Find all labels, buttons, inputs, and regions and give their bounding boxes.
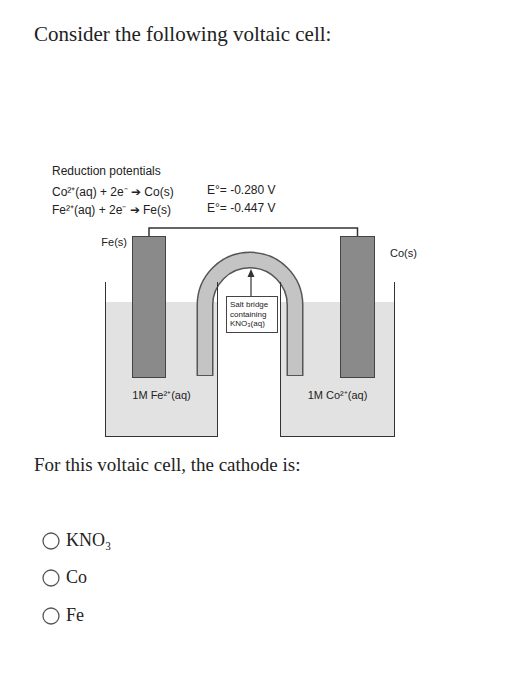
reaction-text: Co²⁺(aq) + 2e⁻ ➔ Co(s) — [52, 183, 174, 200]
leader-arrowhead — [248, 269, 255, 277]
beaker: 1M Co²⁺(aq) — [280, 282, 395, 437]
radio-button — [43, 570, 59, 586]
radio-button — [43, 608, 59, 624]
metal-electrode: Co(s) — [340, 236, 375, 378]
reaction-text: Fe²⁺(aq) + 2e⁻ ➔ Fe(s) — [52, 201, 171, 218]
electrode-label: Fe(s) — [101, 236, 127, 248]
option-text: Co — [66, 567, 87, 588]
salt-bridge-outline — [205, 260, 295, 376]
title: Consider the following voltaic cell: — [34, 22, 331, 47]
solution-label: 1M Fe²⁺(aq) — [106, 387, 217, 402]
external-wire — [149, 228, 358, 236]
option-text: Fe — [66, 605, 84, 626]
question-text: For this voltaic cell, the cathode is: — [34, 454, 300, 476]
electrode-label: Co(s) — [390, 247, 417, 259]
heading-label: Reduction potentials — [52, 164, 161, 178]
salt-bridge-label-box: Salt bridge containing KNO₃(aq) — [226, 296, 278, 333]
salt-bridge-tube — [205, 260, 295, 375]
option-text: KNO₃ — [66, 530, 111, 551]
potential-value: E°= -0.447 V — [207, 201, 276, 215]
radio-button — [43, 533, 59, 549]
potential-value: E°= -0.280 V — [207, 183, 276, 197]
salt-bridge-label: Salt bridge containing KNO₃(aq) — [230, 300, 274, 329]
solution-label: 1M Co²⁺(aq) — [281, 387, 394, 402]
metal-electrode: Fe(s) — [132, 236, 166, 378]
